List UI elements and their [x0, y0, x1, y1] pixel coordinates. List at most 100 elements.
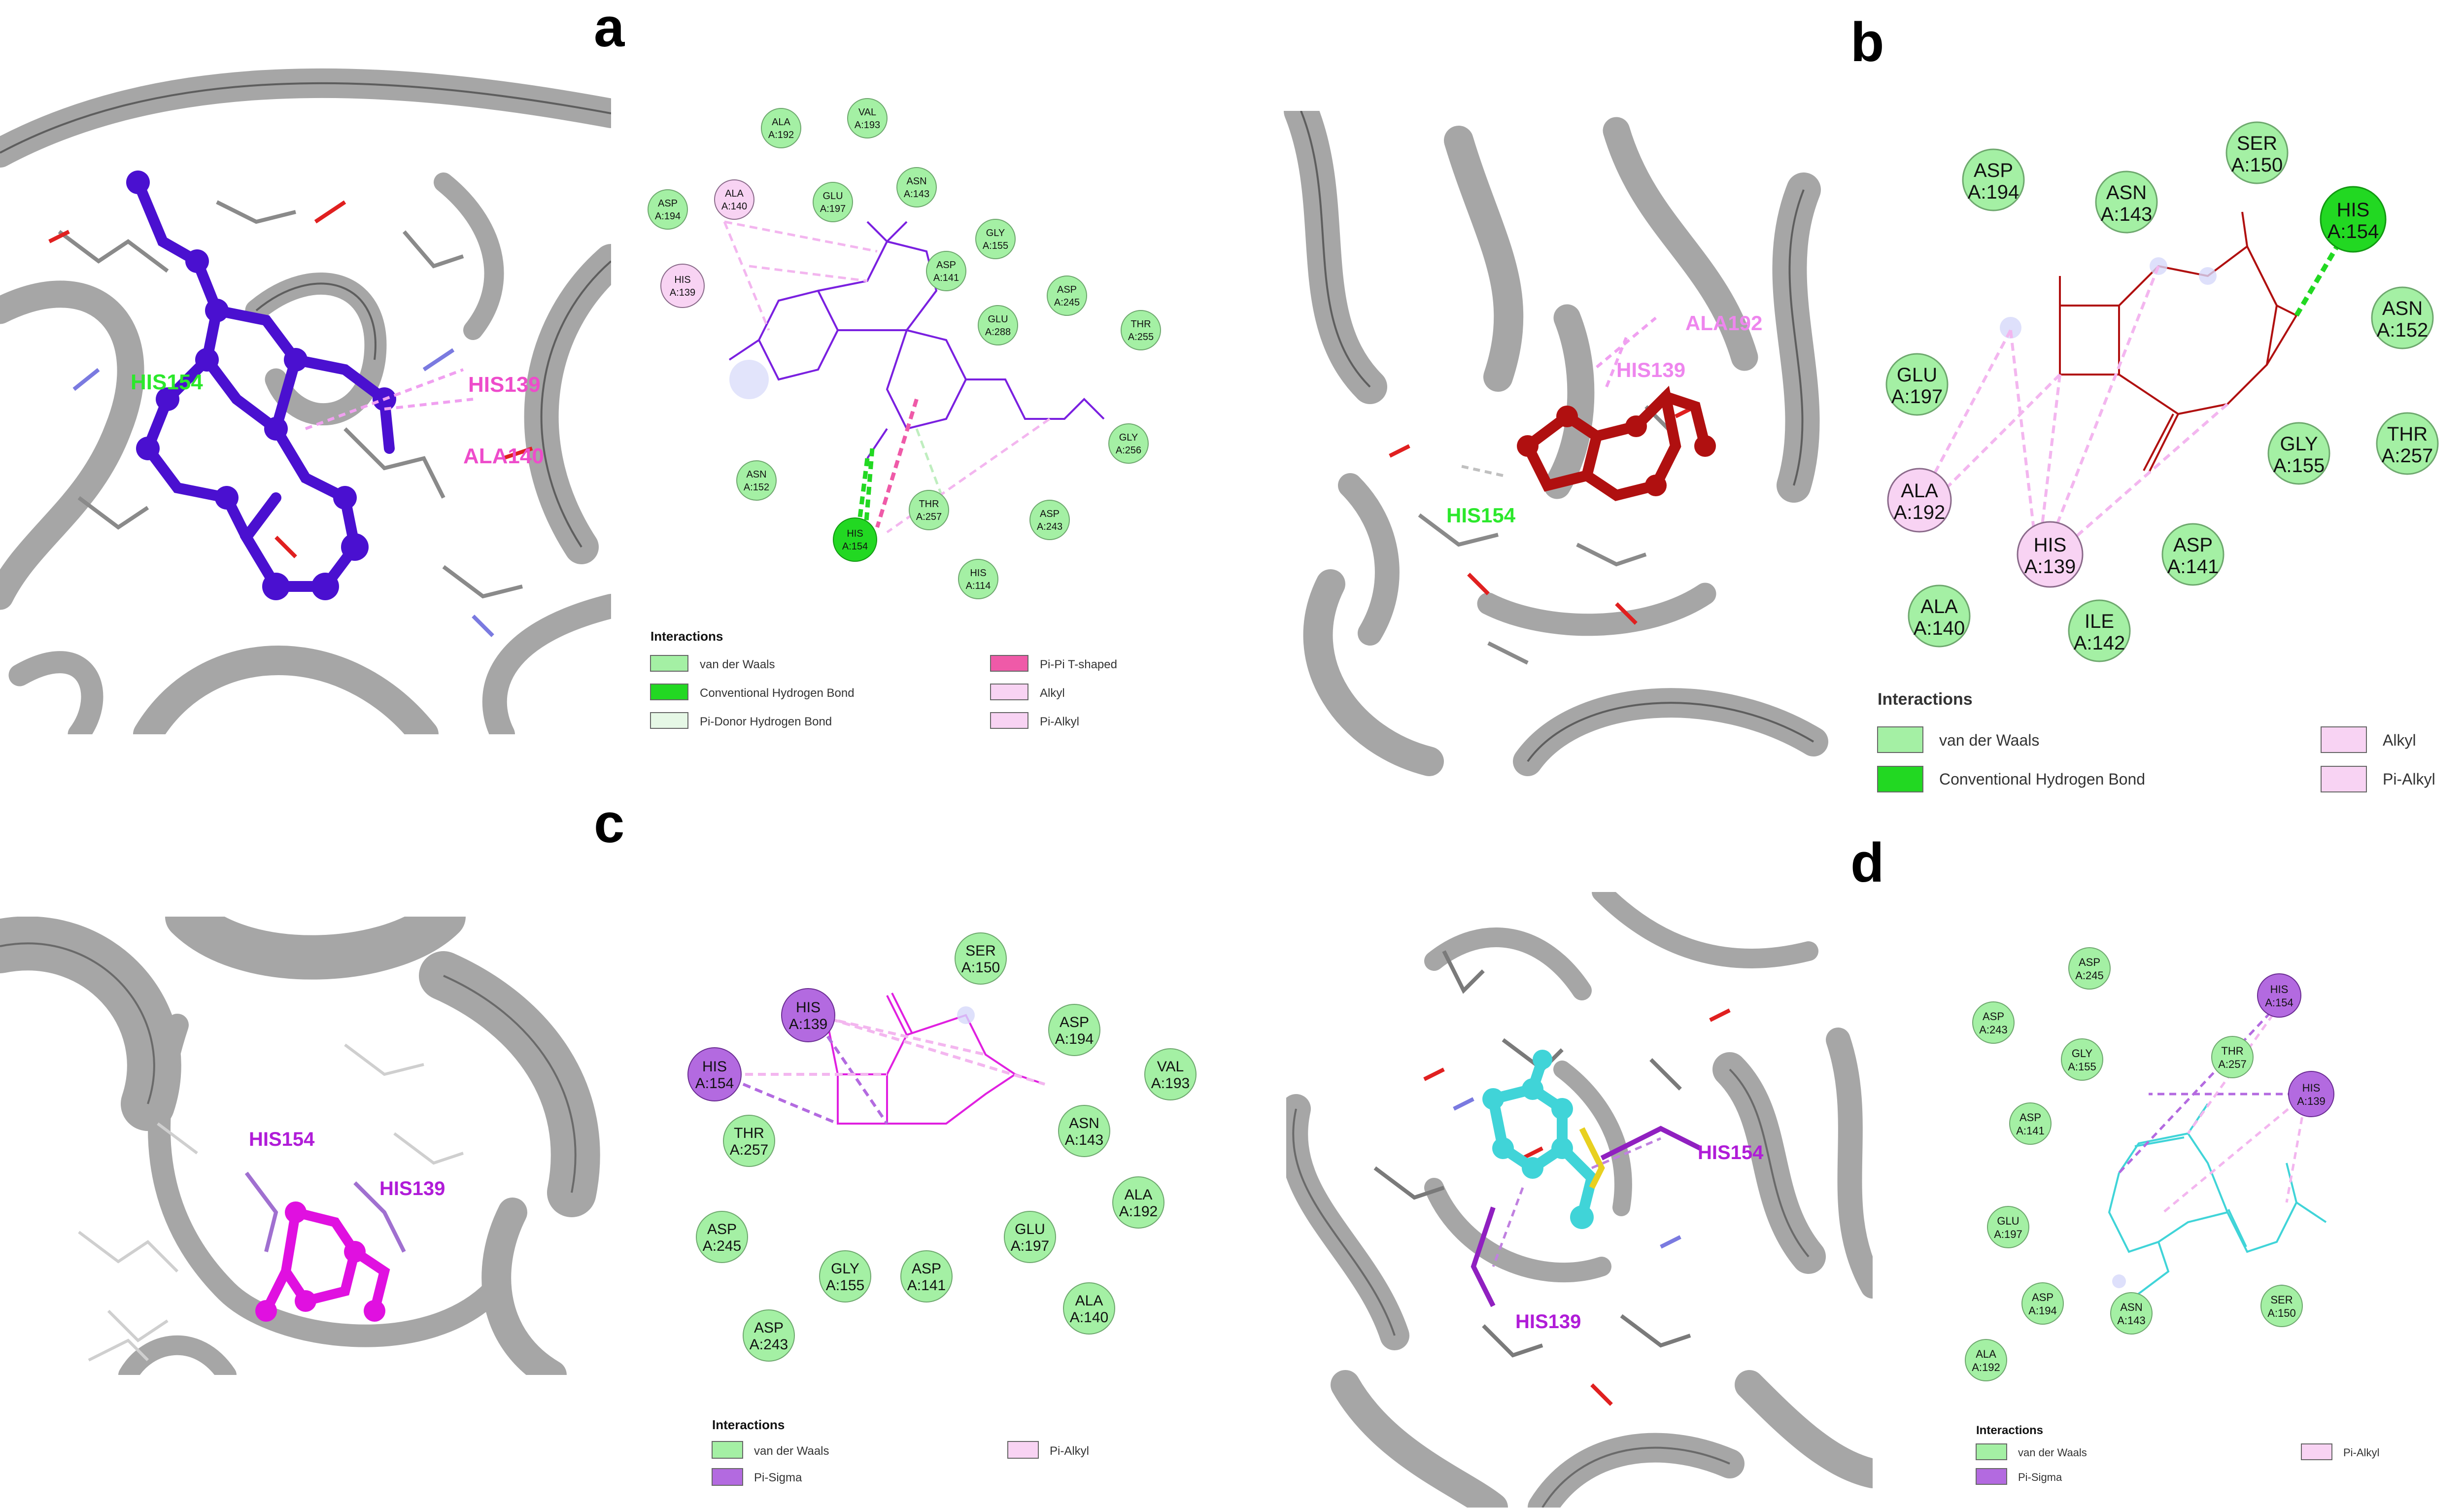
panel-c-3d-view: HIS154 HIS139 — [0, 917, 626, 1375]
svg-text:A:143: A:143 — [1065, 1132, 1103, 1148]
residue-asn143: ASN A:143 — [2095, 171, 2158, 234]
panel-d-2d-diagram: ASP A:245 HIS A:154 ASP A:243 GLY A:155 … — [1965, 947, 2379, 1485]
residue-asp141: ASP A:141 — [2009, 1102, 2052, 1145]
svg-text:A:257: A:257 — [916, 512, 942, 522]
view-label-his139: HIS139 — [1616, 358, 1685, 381]
residue-asn152: ASN A:152 — [736, 460, 777, 501]
svg-text:A:155: A:155 — [983, 240, 1008, 251]
svg-text:ALA: ALA — [1125, 1187, 1153, 1203]
svg-text:Conventional Hydrogen Bond: Conventional Hydrogen Bond — [1939, 770, 2145, 788]
view-label-his154: HIS154 — [249, 1129, 315, 1150]
svg-text:A:245: A:245 — [703, 1238, 741, 1254]
svg-text:A:139: A:139 — [789, 1016, 827, 1032]
svg-text:Pi-Alkyl: Pi-Alkyl — [2343, 1446, 2379, 1459]
panel-a-3d-view: HIS154 HIS139 ALA140 — [0, 54, 611, 734]
residue-his154: HIS A:154 — [2257, 973, 2301, 1018]
svg-text:A:192: A:192 — [1972, 1361, 2000, 1373]
residue-asp194: ASP A:194 — [1962, 148, 2025, 211]
residue-thr257: THR A:257 — [2211, 1036, 2254, 1078]
svg-text:GLU: GLU — [822, 191, 843, 202]
svg-text:A:152: A:152 — [2377, 319, 2429, 341]
residue-asp245: ASP A:245 — [1047, 275, 1087, 316]
svg-text:HIS: HIS — [702, 1059, 727, 1075]
residue-asp141: ASP A:141 — [900, 1250, 953, 1302]
svg-text:A:154: A:154 — [695, 1075, 734, 1092]
svg-text:Pi-Sigma: Pi-Sigma — [2018, 1471, 2062, 1483]
svg-text:A:154: A:154 — [842, 541, 868, 552]
residue-glu197: GLU A:197 — [813, 182, 853, 222]
residue-his139: HIS A:139 — [2288, 1071, 2334, 1117]
svg-text:ALA: ALA — [725, 188, 744, 199]
svg-text:A:140: A:140 — [721, 201, 747, 212]
residue-his139: HIS A:139 — [660, 264, 705, 308]
residue-his154: HIS A:154 — [833, 517, 877, 562]
residue-asn152: ASN A:152 — [2371, 286, 2434, 349]
svg-text:Pi-Sigma: Pi-Sigma — [754, 1471, 802, 1484]
residue-ala140: ALA A:140 — [714, 179, 754, 220]
residue-asp141: ASP A:141 — [2161, 523, 2224, 586]
svg-text:ASN: ASN — [746, 469, 766, 480]
residue-asp141: ASP A:141 — [926, 251, 966, 291]
residue-ala192: ALA A:192 — [1112, 1176, 1164, 1229]
svg-text:ASP: ASP — [2032, 1291, 2053, 1303]
svg-text:A:193: A:193 — [855, 120, 880, 131]
svg-text:ASN: ASN — [1069, 1115, 1099, 1131]
svg-text:A:194: A:194 — [655, 211, 681, 222]
svg-text:ALA: ALA — [1976, 1348, 1996, 1360]
svg-text:ALA: ALA — [1920, 596, 1958, 617]
panel-letter-a: a — [594, 0, 625, 58]
svg-text:A:141: A:141 — [2167, 556, 2219, 578]
residue-asp194: ASP A:194 — [648, 189, 688, 230]
residue-his114: HIS A:114 — [958, 559, 998, 599]
svg-text:A:194: A:194 — [1055, 1031, 1094, 1047]
svg-text:A:141: A:141 — [2016, 1125, 2045, 1137]
residue-ala192: ALA A:192 — [1887, 468, 1952, 533]
svg-text:A:139: A:139 — [670, 287, 695, 298]
svg-text:A:155: A:155 — [2068, 1061, 2096, 1073]
svg-text:Pi-Alkyl: Pi-Alkyl — [1040, 715, 1079, 728]
svg-text:A:197: A:197 — [820, 204, 846, 214]
panel-d-legend: Interactions van der Waals Pi-Sigma Pi-A… — [1976, 1424, 2379, 1485]
svg-text:A:150: A:150 — [2267, 1307, 2296, 1319]
residue-glu197: GLU A:197 — [1885, 353, 1949, 416]
svg-text:A:143: A:143 — [904, 189, 929, 200]
panel-c-legend: Interactions van der Waals Pi-Sigma Pi-A… — [712, 1417, 1089, 1486]
panel-letter-d: d — [1850, 832, 1884, 893]
svg-text:THR: THR — [734, 1125, 764, 1141]
svg-text:A:155: A:155 — [826, 1277, 864, 1294]
svg-text:Pi-Alkyl: Pi-Alkyl — [2383, 770, 2435, 788]
svg-text:van der Waals: van der Waals — [700, 658, 775, 671]
residue-asp194: ASP A:194 — [1048, 1004, 1100, 1056]
svg-text:A:140: A:140 — [1914, 617, 1965, 639]
view-label-his154: HIS154 — [131, 370, 203, 394]
svg-text:HIS: HIS — [2302, 1082, 2321, 1094]
view-label-his154: HIS154 — [1446, 504, 1516, 527]
svg-text:A:255: A:255 — [1128, 332, 1154, 343]
svg-text:GLY: GLY — [831, 1261, 859, 1277]
residue-glu197: GLU A:197 — [1987, 1206, 2029, 1248]
residue-gly256: GLY A:256 — [1108, 423, 1149, 464]
residue-glu288: GLU A:288 — [978, 305, 1018, 345]
panel-d-3d-view: HIS154 HIS139 — [1286, 892, 1873, 1508]
svg-text:ASP: ASP — [1983, 1010, 2004, 1023]
residue-gly155: GLY A:155 — [819, 1250, 871, 1302]
svg-text:A:257: A:257 — [2382, 445, 2433, 467]
residue-ala192: ALA A:192 — [1965, 1339, 2007, 1381]
residue-asn143: ASN A:143 — [896, 167, 937, 207]
panel-letter-b: b — [1850, 11, 1884, 73]
svg-text:A:245: A:245 — [2075, 969, 2104, 982]
svg-text:A:243: A:243 — [1979, 1024, 2008, 1036]
svg-text:ASP: ASP — [1040, 509, 1060, 519]
svg-text:Alkyl: Alkyl — [2383, 731, 2416, 749]
svg-text:A:150: A:150 — [2231, 154, 2283, 176]
svg-text:Interactions: Interactions — [1976, 1424, 2043, 1437]
panel-letter-c: c — [594, 792, 625, 854]
svg-text:Alkyl: Alkyl — [1040, 686, 1065, 700]
svg-text:ASN: ASN — [2106, 182, 2147, 204]
svg-text:ASP: ASP — [707, 1221, 737, 1237]
view-label-his139: HIS139 — [1515, 1311, 1581, 1333]
residue-ala140: ALA A:140 — [1908, 584, 1971, 648]
svg-text:A:194: A:194 — [2028, 1304, 2057, 1317]
residue-ser150: SER A:150 — [2225, 121, 2289, 184]
svg-text:ASP: ASP — [1057, 284, 1077, 295]
